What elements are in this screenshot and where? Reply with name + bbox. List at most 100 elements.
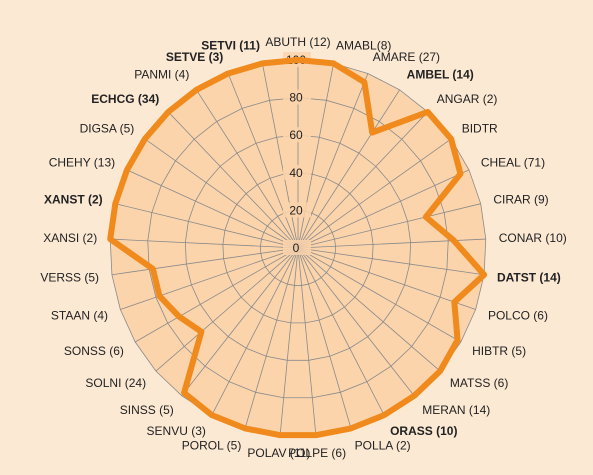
- grid-spoke-15: [297, 247, 352, 429]
- grid-spoke-11: [297, 247, 462, 343]
- data-point-6: [457, 171, 463, 177]
- grid-spoke-23: [120, 247, 299, 310]
- tick-label-bg-0: [283, 240, 311, 255]
- category-label-8: CONAR (10): [499, 231, 567, 245]
- grid-spoke-20: [181, 247, 299, 397]
- data-point-0: [295, 57, 301, 63]
- grid-spoke-2: [297, 73, 369, 249]
- grid-spoke-27: [126, 169, 299, 249]
- data-point-26: [112, 201, 118, 207]
- data-point-24: [150, 266, 156, 272]
- category-label-6: CHEAL (71): [481, 155, 545, 169]
- category-label-16: POLPE (6): [288, 446, 346, 460]
- category-label-27: CHEHY (13): [49, 155, 115, 169]
- category-label-4: ANGAR (2): [437, 92, 498, 106]
- grid-spoke-26: [115, 203, 299, 249]
- tick-label-60: 60: [289, 128, 303, 142]
- grid-ring-80: [147, 97, 449, 399]
- category-label-26: XANST (2): [44, 192, 103, 206]
- grid-spoke-31: [227, 73, 299, 249]
- category-label-2: AMARE (27): [373, 50, 440, 64]
- data-point-7: [423, 214, 429, 220]
- grid-spoke-4: [297, 111, 429, 249]
- category-label-28: DIGSA (5): [80, 122, 135, 136]
- category-label-3: AMBEL (14): [407, 68, 474, 82]
- grid-ring-20: [260, 209, 336, 286]
- grid-spoke-14: [297, 247, 385, 416]
- category-label-14: ORASS (10): [390, 424, 457, 438]
- tick-label-20: 20: [289, 203, 303, 217]
- category-label-0: ABUTH (12): [265, 35, 330, 49]
- category-label-9: DATST (14): [497, 270, 561, 284]
- data-point-28: [142, 136, 148, 142]
- category-label-10: POLCO (6): [488, 308, 548, 322]
- data-point-12: [437, 368, 443, 374]
- data-point-10: [451, 299, 457, 305]
- grid-spoke-29: [167, 111, 299, 249]
- grid-spoke-24: [111, 247, 299, 276]
- data-point-19: [209, 412, 215, 418]
- grid-spoke-19: [211, 247, 299, 416]
- category-label-7: CIRAR (9): [493, 192, 548, 206]
- data-point-27: [124, 167, 130, 173]
- data-point-13: [411, 393, 417, 399]
- data-point-23: [156, 293, 162, 299]
- data-point-11: [455, 337, 461, 343]
- tick-label-bg-80: [283, 89, 311, 105]
- data-point-16: [313, 432, 319, 438]
- category-label-31: SETVE (3): [166, 50, 223, 64]
- data-point-32: [259, 60, 265, 66]
- grid-spoke-28: [144, 138, 299, 249]
- grid-spoke-18: [244, 247, 299, 429]
- category-label-29: ECHCG (34): [91, 92, 159, 106]
- category-label-18: POROL (5): [182, 439, 242, 453]
- grid-spoke-22: [134, 247, 299, 343]
- grid-spoke-16: [297, 247, 317, 436]
- category-label-12: MATSS (6): [450, 376, 508, 390]
- radar-series-0: [107, 57, 488, 439]
- category-label-20: SINSS (5): [120, 403, 174, 417]
- category-label-22: SONSS (6): [64, 344, 124, 358]
- category-label-5: BIDTR: [462, 122, 498, 136]
- grid-spoke-10: [297, 247, 476, 310]
- data-point-2: [361, 79, 367, 85]
- data-point-9: [481, 272, 487, 278]
- data-point-18: [242, 425, 248, 431]
- data-point-29: [165, 109, 171, 115]
- data-point-25: [107, 236, 113, 242]
- grid-spoke-30: [196, 89, 299, 249]
- category-label-21: SOLNI (24): [85, 376, 146, 390]
- radar-category-labels: ABUTH (12) AMABL(8)AMARE (27) AMBEL (14) AN…: [40, 35, 566, 460]
- category-label-1: AMABL(8): [336, 39, 391, 53]
- tick-label-80: 80: [289, 91, 303, 105]
- data-point-21: [198, 329, 204, 335]
- category-label-19: SENVU (3): [147, 424, 206, 438]
- data-point-4: [425, 109, 431, 115]
- data-point-31: [225, 70, 231, 76]
- category-label-15: POLLA (2): [355, 439, 411, 453]
- grid-ring-40: [222, 172, 374, 324]
- data-point-30: [193, 87, 199, 93]
- category-label-25: XANSI (2): [43, 231, 97, 245]
- grid-spoke-6: [297, 169, 470, 249]
- tick-label-bg-60: [283, 127, 311, 143]
- category-label-23: STAAN (4): [51, 308, 108, 322]
- data-point-15: [348, 425, 354, 431]
- grid-spoke-21: [155, 247, 299, 372]
- tick-label-bg-20: [283, 202, 311, 218]
- grid-spoke-7: [297, 203, 481, 249]
- category-label-11: HIBTR (5): [472, 344, 526, 358]
- tick-label-0: 0: [293, 241, 300, 255]
- data-point-1: [331, 60, 337, 66]
- data-point-20: [181, 390, 187, 396]
- data-point-3: [369, 130, 375, 136]
- category-label-13: MERAN (14): [422, 403, 490, 417]
- category-label-24: VERSS (5): [40, 270, 99, 284]
- radar-series-layer: [107, 57, 488, 439]
- data-point-5: [448, 136, 454, 142]
- tick-label-bg-40: [283, 164, 311, 180]
- category-label-17: POLAV (11): [247, 446, 310, 460]
- data-point-22: [176, 314, 182, 320]
- grid-spoke-17: [279, 247, 299, 436]
